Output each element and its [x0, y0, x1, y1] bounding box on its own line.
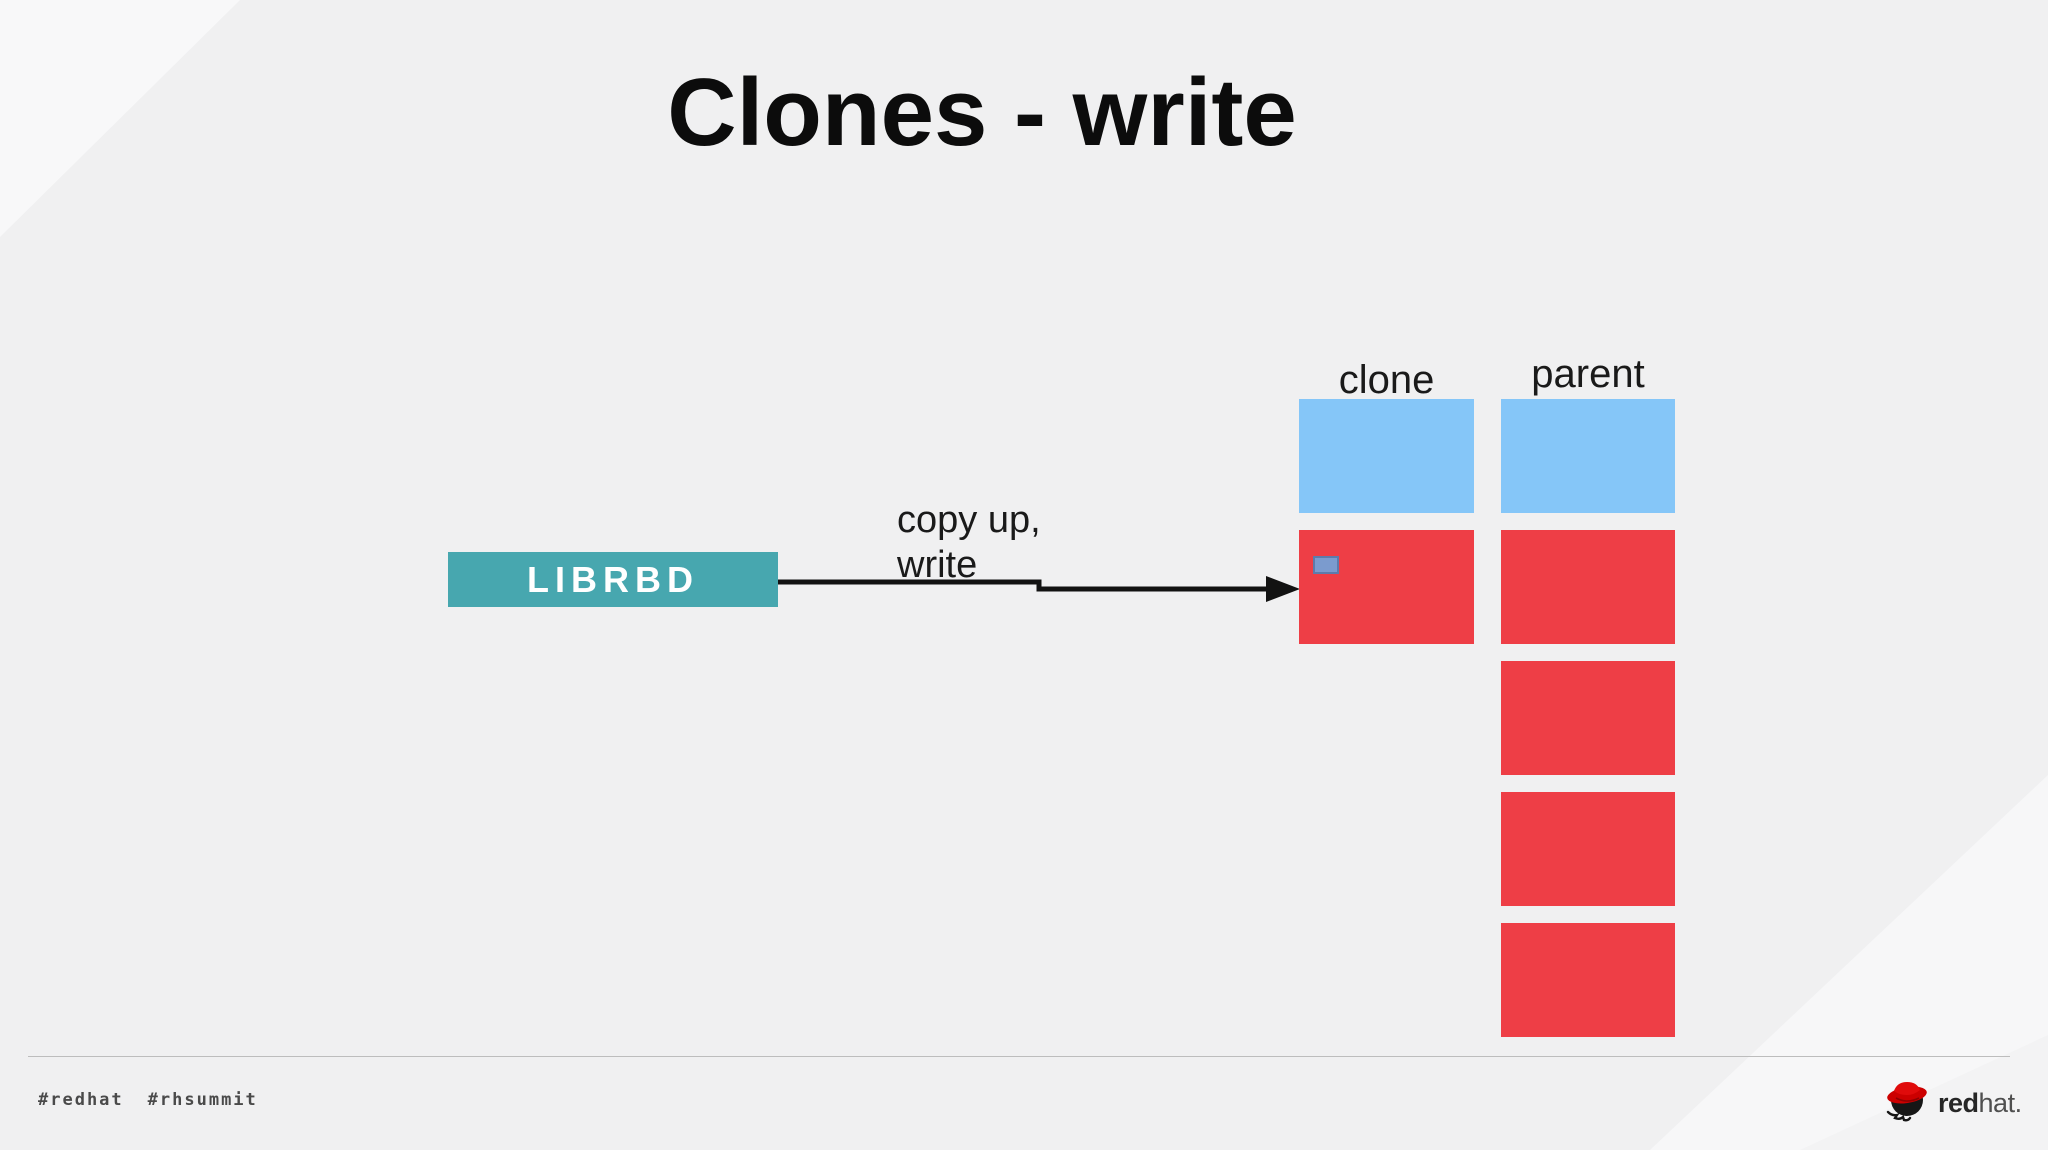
arrow-label-line2: write [897, 544, 978, 586]
arrowhead-icon [1266, 576, 1300, 602]
arrow-label: copy up, write [897, 498, 1041, 588]
parent-column-blocks [1501, 399, 1675, 1037]
parent-red-block [1501, 792, 1675, 906]
logo-text-hat: hat [1978, 1087, 2016, 1118]
parent-red-block [1501, 661, 1675, 775]
slide-title: Clones - write [667, 59, 1297, 166]
logo-text-red: red [1938, 1087, 1979, 1118]
parent-red-block [1501, 923, 1675, 1037]
parent-blue-block [1501, 399, 1675, 513]
hashtag-redhat: #redhat [38, 1090, 124, 1110]
clone-red-block [1299, 530, 1474, 644]
parent-column-label: parent [1531, 352, 1645, 396]
hashtag-rhsummit: #rhsummit [147, 1090, 258, 1110]
footer-hashtags: #redhat #rhsummit [38, 1090, 282, 1110]
footer-divider [28, 1056, 2010, 1057]
librbd-box: LIBRBD [448, 552, 778, 607]
arrow-label-line1: copy up, [897, 499, 1041, 541]
written-data-marker [1313, 556, 1339, 574]
clone-column-blocks [1299, 399, 1474, 644]
logo-text-period: . [2014, 1087, 2023, 1118]
redhat-logo: redhat. [1884, 1078, 2022, 1122]
redhat-hat-icon [1886, 1082, 1927, 1122]
librbd-label: LIBRBD [527, 558, 699, 600]
redhat-logo-text: redhat. [1938, 1088, 2022, 1119]
clone-blue-block [1299, 399, 1474, 513]
parent-red-block [1501, 530, 1675, 644]
clone-column-label: clone [1338, 358, 1435, 402]
